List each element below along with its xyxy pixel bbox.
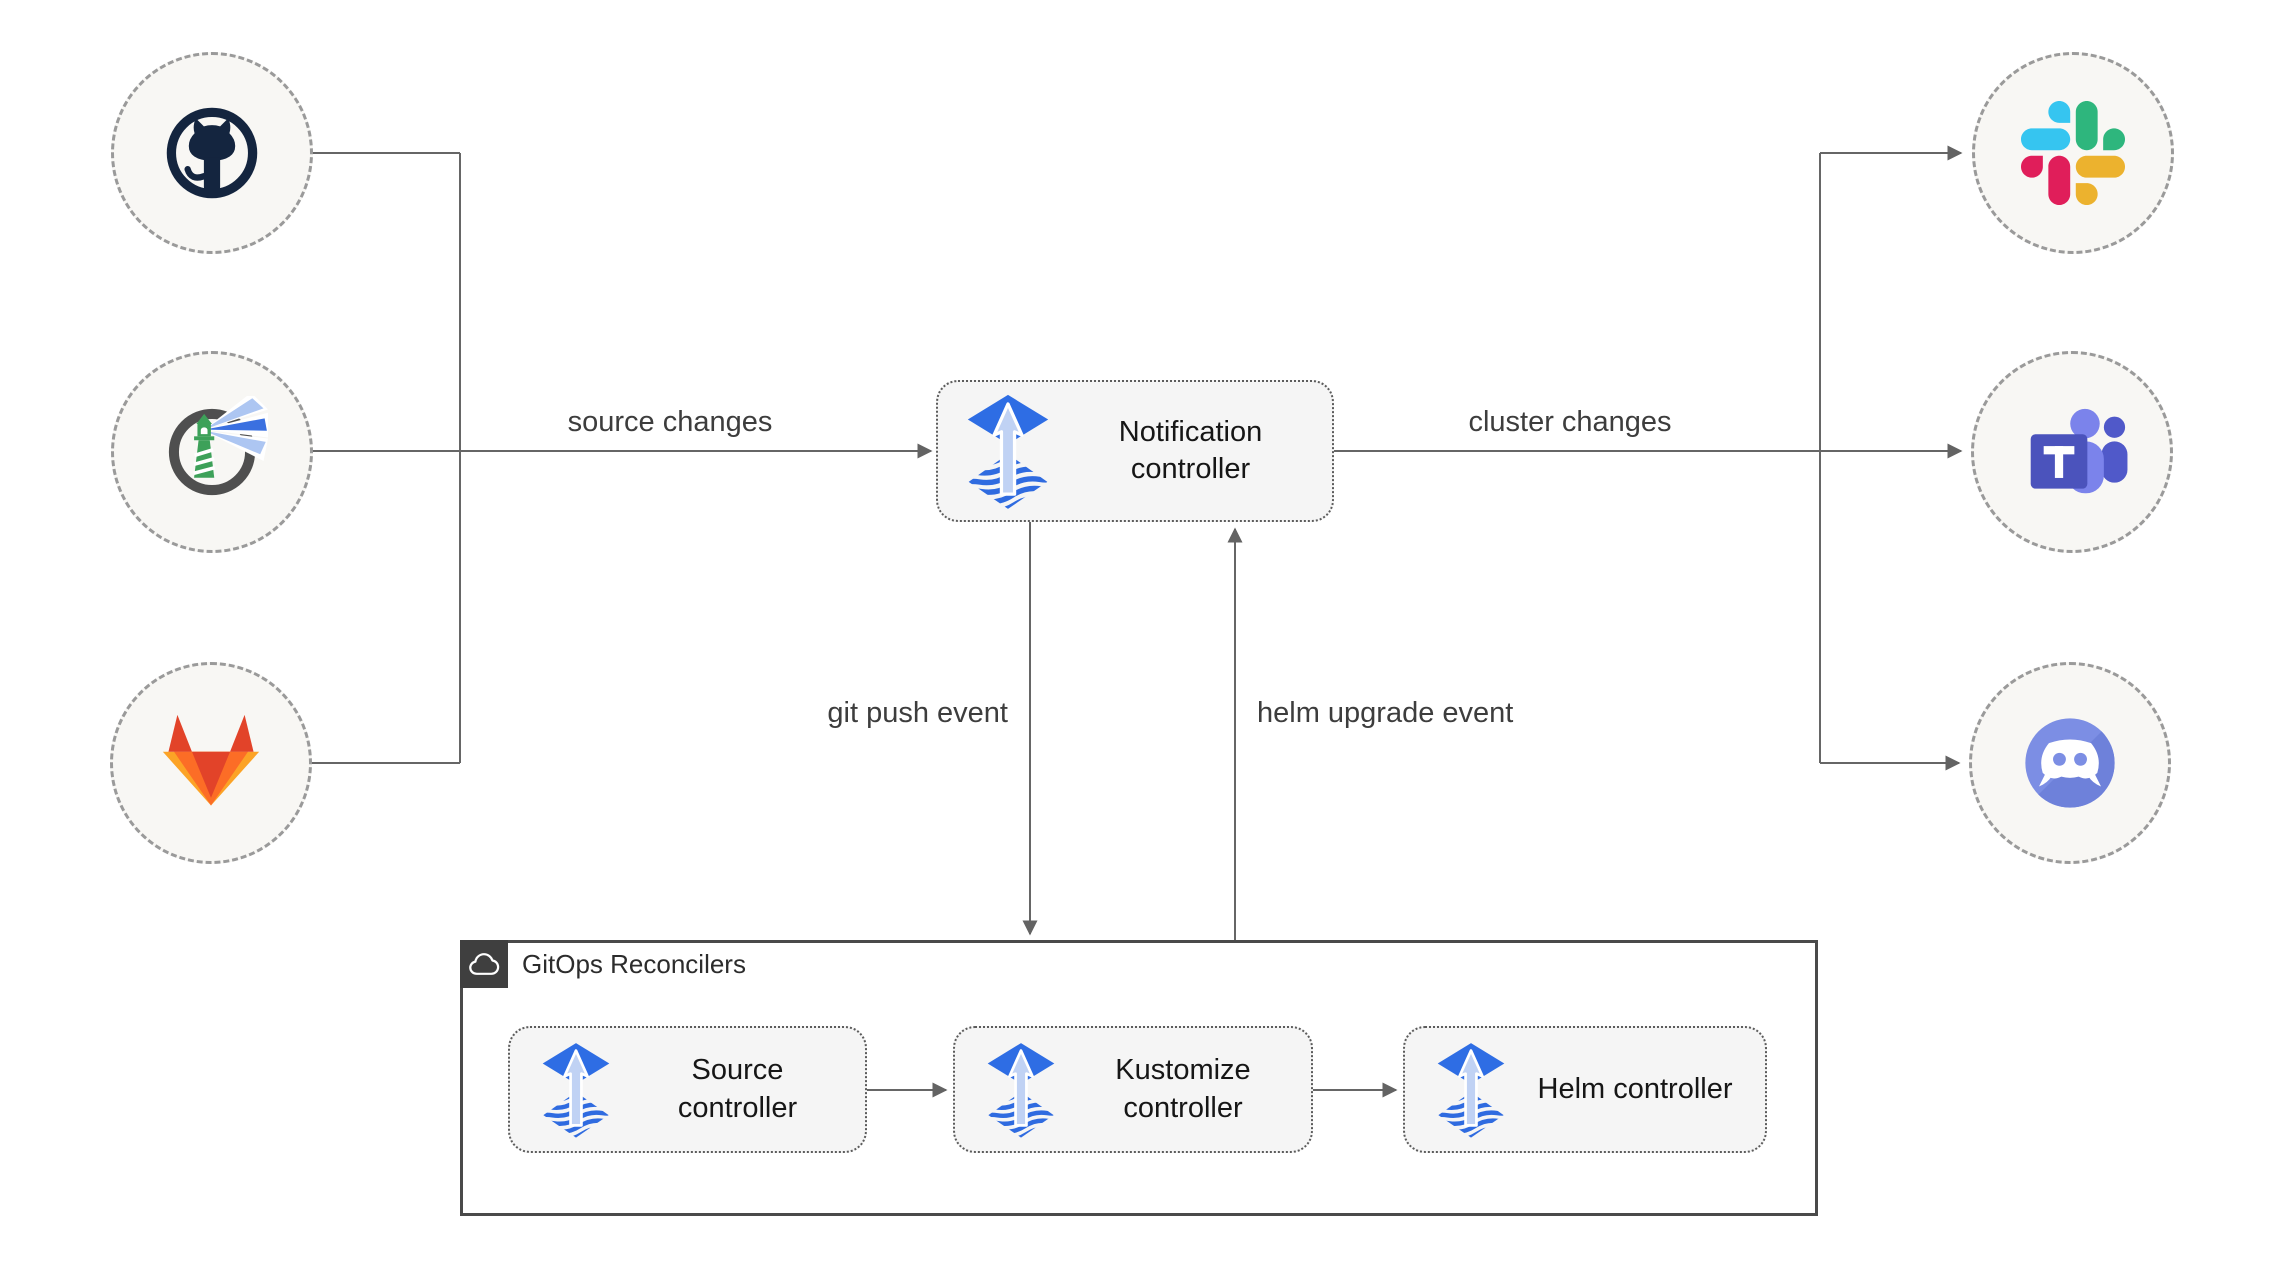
node-label: Notification controller xyxy=(1118,415,1263,485)
slack-icon xyxy=(2021,101,2125,205)
node-kustomize-controller: Kustomize controller xyxy=(953,1026,1313,1153)
node-teams xyxy=(1971,351,2173,553)
node-notification-controller: Notification controller xyxy=(936,380,1334,522)
flux-icon xyxy=(987,1042,1055,1138)
edge-label-git-push-event: git push event xyxy=(827,697,1008,729)
cloud-icon xyxy=(467,947,501,981)
cloud-badge xyxy=(460,940,508,988)
node-gitlab xyxy=(110,662,312,864)
edge-label-cluster-changes: cluster changes xyxy=(1468,406,1672,438)
node-source-controller: Source controller xyxy=(508,1026,867,1153)
container-title: GitOps Reconcilers xyxy=(522,949,746,979)
edge-label-source-changes: source changes xyxy=(567,406,773,438)
node-helm-controller: Helm controller xyxy=(1403,1026,1767,1153)
node-label: Helm controller xyxy=(1537,1072,1733,1105)
node-github xyxy=(111,52,313,254)
node-harbor xyxy=(111,351,313,553)
flux-icon xyxy=(967,394,1049,509)
gitlab-icon xyxy=(155,707,267,819)
node-label: Source controller xyxy=(677,1054,798,1124)
node-slack xyxy=(1972,52,2174,254)
node-discord xyxy=(1969,662,2171,864)
github-icon xyxy=(154,95,270,211)
edge-label-helm-upgrade-event: helm upgrade event xyxy=(1257,697,1514,729)
teams-icon xyxy=(2013,393,2131,511)
flux-icon xyxy=(542,1042,610,1138)
flux-icon xyxy=(1437,1042,1505,1138)
discord-icon xyxy=(2008,701,2132,825)
gitops-reconcilers-container xyxy=(460,940,1818,1216)
node-label: Kustomize controller xyxy=(1115,1054,1251,1124)
harbor-icon xyxy=(156,396,268,508)
